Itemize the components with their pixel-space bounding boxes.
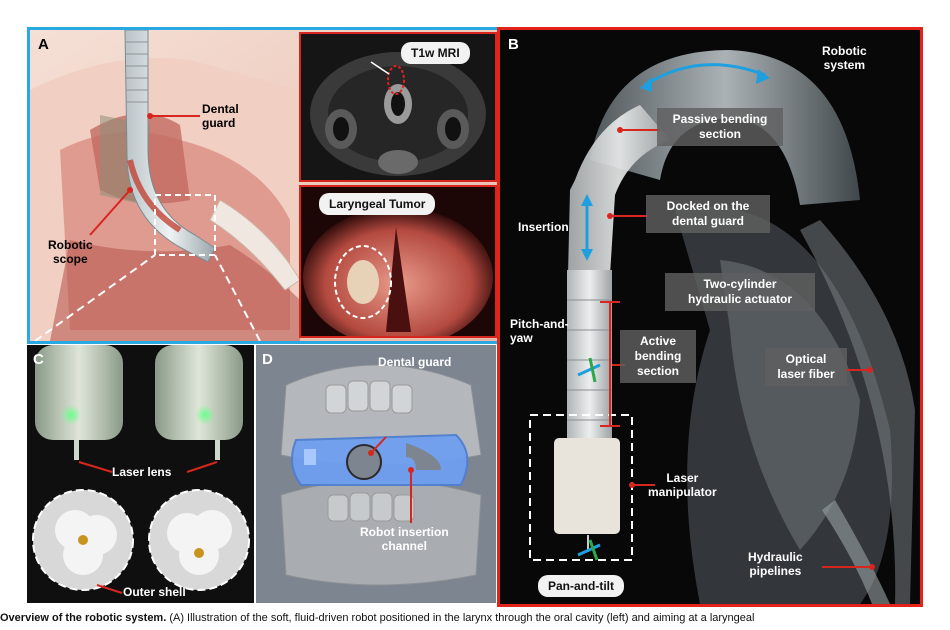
mri-image	[301, 34, 495, 180]
tumor-inset: Laryngeal Tumor	[299, 185, 497, 338]
dental-guard-label: Dental guard	[202, 102, 239, 130]
laser-lens-label: Laser lens	[112, 465, 172, 479]
insertion-label: Insertion	[518, 220, 569, 234]
dental-guard-model	[280, 364, 482, 586]
panel-b-label: B	[508, 36, 519, 53]
robotic-scope-label: Robotic scope	[48, 238, 93, 266]
optical-fiber-label: Optical laser fiber	[765, 348, 847, 386]
laser-lens-photo	[32, 345, 250, 594]
caption-bold: Overview of the robotic system.	[0, 612, 167, 624]
panel-d: D Dental guard Robot insertion channel	[256, 345, 496, 603]
mri-label: T1w MRI	[401, 42, 470, 64]
outer-shell-label: Outer shell	[123, 585, 186, 599]
actuator-label: Two-cylinder hydraulic actuator	[665, 273, 815, 311]
tumor-label: Laryngeal Tumor	[319, 193, 436, 215]
caption-text: (A) Illustration of the soft, fluid-driv…	[166, 612, 755, 624]
panel-a: A Dental guard Robotic scope T1w MRI	[27, 27, 502, 344]
pitch-yaw-label: Pitch-and- yaw	[510, 317, 569, 345]
figure-caption: Overview of the robotic system. (A) Illu…	[0, 612, 950, 624]
robot-channel-label: Robot insertion channel	[360, 525, 449, 553]
active-bending-label: Active bending section	[620, 330, 696, 383]
laser-manipulator-label: Laser manipulator	[648, 471, 717, 499]
panel-b: B Robotic system Passive bending section…	[497, 27, 923, 607]
pan-tilt-label: Pan-and-tilt	[538, 575, 624, 597]
dental-guard-d-label: Dental guard	[378, 355, 452, 369]
mri-inset: T1w MRI	[299, 32, 497, 182]
robot-photo	[500, 30, 920, 604]
panel-d-label: D	[262, 351, 273, 368]
robotic-system-label: Robotic system	[822, 44, 867, 72]
tumor-image	[301, 187, 495, 336]
hydraulic-pipelines-label: Hydraulic pipelines	[748, 550, 803, 578]
panel-c-label: C	[33, 351, 44, 368]
docked-label: Docked on the dental guard	[646, 195, 770, 233]
panel-c: C Laser lens Outer shell	[27, 345, 254, 603]
passive-bending-label: Passive bending section	[657, 108, 783, 146]
panel-a-label: A	[38, 36, 49, 53]
